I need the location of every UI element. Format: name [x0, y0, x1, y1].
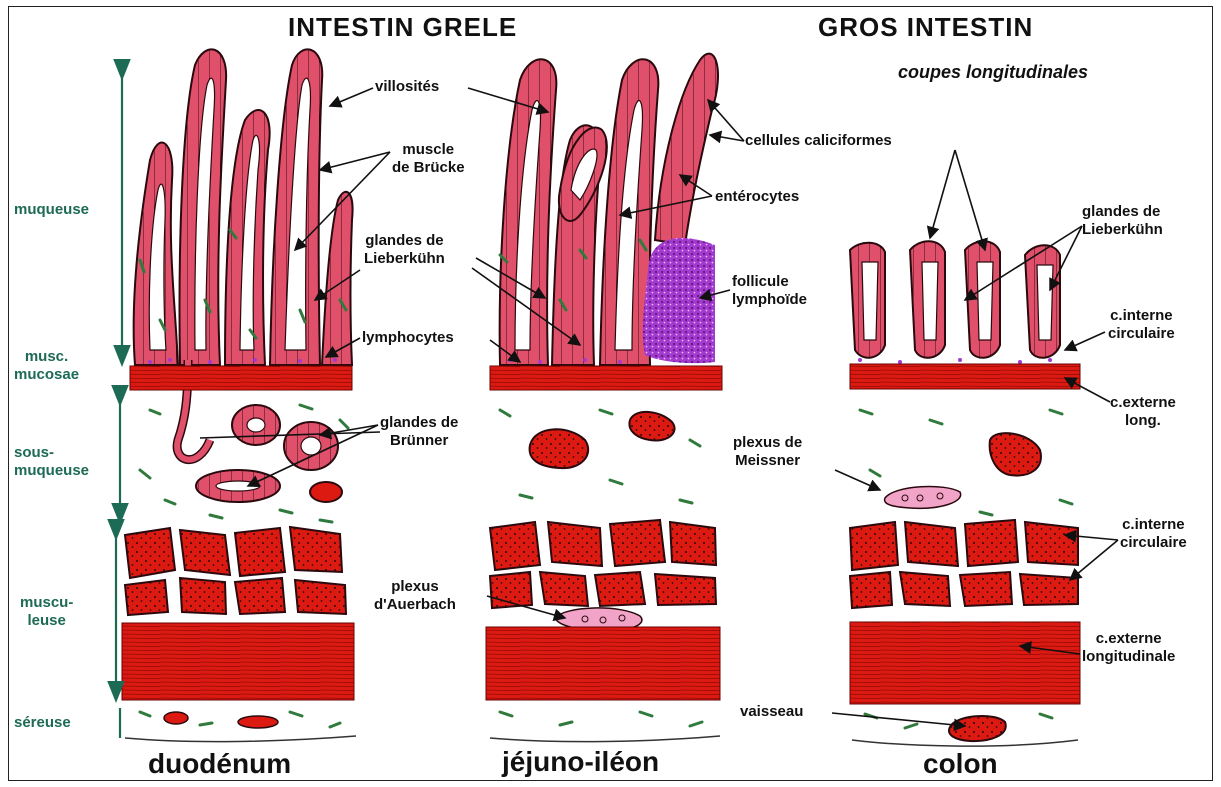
- label-muscle-brucke: muscle de Brücke: [392, 141, 465, 177]
- label-line: glandes de: [364, 232, 445, 250]
- label-line: c.interne: [1120, 516, 1187, 534]
- layer-label-muqueuse: muqueuse: [14, 201, 89, 219]
- title-large-intestine: GROS INTESTIN: [818, 12, 1033, 43]
- label-c-externe-long-1: c.externe long.: [1110, 394, 1176, 430]
- layer-label-line: musc.: [14, 348, 79, 366]
- label-line: long.: [1110, 412, 1176, 430]
- label-villosites: villosités: [375, 78, 439, 96]
- label-plexus-auerbach: plexus d'Auerbach: [374, 578, 456, 614]
- label-line: circulaire: [1108, 325, 1175, 343]
- label-line: Meissner: [733, 452, 802, 470]
- label-line: c.externe: [1110, 394, 1176, 412]
- label-line: glandes de: [380, 414, 458, 432]
- label-glandes-lieberkuhn-left: glandes de Lieberkühn: [364, 232, 445, 268]
- segment-name-duodenum: duodénum: [148, 748, 291, 780]
- layer-label-musc-mucosae: musc. mucosae: [14, 348, 79, 384]
- label-c-interne-circulaire-2: c.interne circulaire: [1120, 516, 1187, 552]
- layer-label-sereuse: séreuse: [14, 714, 71, 732]
- label-line: glandes de: [1082, 203, 1163, 221]
- label-line: muscle: [392, 141, 465, 159]
- label-line: de Brücke: [392, 159, 465, 177]
- layer-label-line: muqueuse: [14, 462, 89, 480]
- label-plexus-meissner: plexus de Meissner: [733, 434, 802, 470]
- colon-section: [850, 241, 1080, 746]
- jejuno-ileon-section: [486, 54, 722, 742]
- label-c-externe-longitudinale-2: c.externe longitudinale: [1082, 630, 1175, 666]
- label-vaisseau: vaisseau: [740, 703, 803, 721]
- label-follicule-lymphoide: follicule lymphoïde: [732, 273, 807, 309]
- label-line: c.externe: [1082, 630, 1175, 648]
- title-small-intestine: INTESTIN GRELE: [288, 12, 517, 43]
- layer-label-line: mucosae: [14, 366, 79, 384]
- label-line: lymphoïde: [732, 291, 807, 309]
- label-line: Lieberkühn: [1082, 221, 1163, 239]
- label-line: plexus de: [733, 434, 802, 452]
- segment-name-colon: colon: [923, 748, 998, 780]
- label-line: circulaire: [1120, 534, 1187, 552]
- label-glandes-lieberkuhn-right: glandes de Lieberkühn: [1082, 203, 1163, 239]
- label-lymphocytes: lymphocytes: [362, 329, 454, 347]
- segment-name-jejuno-ileon: jéjuno-iléon: [502, 746, 659, 778]
- layer-label-line: sous-: [14, 444, 89, 462]
- label-line: plexus: [374, 578, 456, 596]
- subtitle: coupes longitudinales: [898, 62, 1088, 83]
- label-enterocytes: entérocytes: [715, 188, 799, 206]
- layer-label-line: muscu-: [20, 594, 73, 612]
- label-line: c.interne: [1108, 307, 1175, 325]
- label-line: d'Auerbach: [374, 596, 456, 614]
- label-line: Brünner: [380, 432, 458, 450]
- label-glandes-brunner: glandes de Brünner: [380, 414, 458, 450]
- label-line: Lieberkühn: [364, 250, 445, 268]
- layer-label-musculeuse: muscu- leuse: [20, 594, 73, 630]
- duodenum-section: [122, 49, 356, 741]
- label-line: longitudinale: [1082, 648, 1175, 666]
- label-line: follicule: [732, 273, 807, 291]
- layer-arrows: [116, 70, 122, 738]
- label-c-interne-circulaire-1: c.interne circulaire: [1108, 307, 1175, 343]
- label-cellules-caliciformes: cellules caliciformes: [745, 132, 892, 150]
- layer-label-sous-muqueuse: sous- muqueuse: [14, 444, 89, 480]
- layer-label-line: leuse: [20, 612, 73, 630]
